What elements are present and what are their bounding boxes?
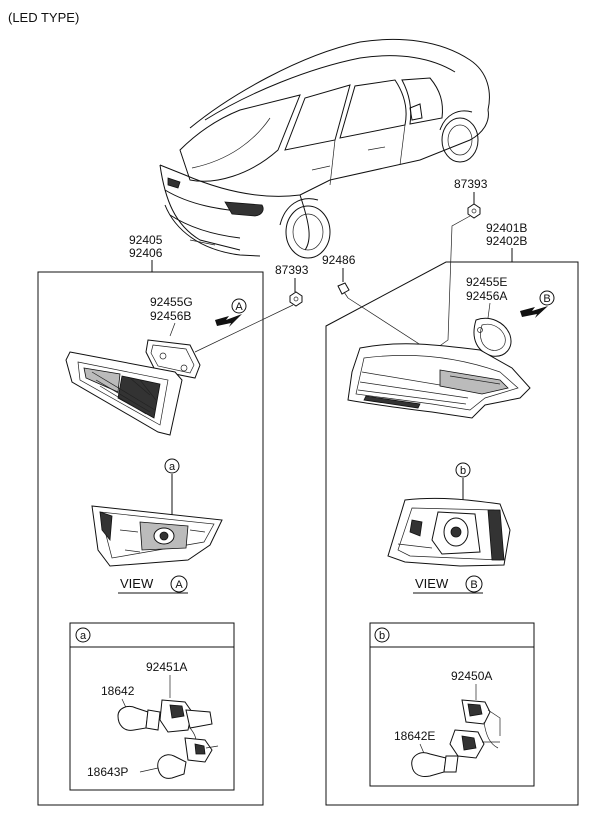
right-view-label: VIEW xyxy=(415,576,449,591)
left-tail-lamp xyxy=(65,351,183,436)
left-gasket xyxy=(145,339,201,379)
left-detail-box xyxy=(69,622,235,791)
left-view-callout-2-letter: A xyxy=(175,579,183,591)
left-bulb-callout-letter: a xyxy=(169,461,176,473)
right-lamp-rear-view xyxy=(387,497,511,567)
right-view-callout-letter: B xyxy=(543,293,550,305)
left-part-number-1: 92405 xyxy=(129,233,163,247)
left-view-callout-letter: A xyxy=(235,301,243,313)
right-view-callout-2-letter: B xyxy=(470,579,477,591)
bulb-socket-icon xyxy=(411,699,501,777)
right-bulb-callout-letter: b xyxy=(460,465,466,477)
left-bulb-callout xyxy=(164,458,180,474)
left-view-callout xyxy=(231,298,247,314)
right-detail-box xyxy=(369,622,535,787)
right-detail-tag-letter: b xyxy=(379,630,385,642)
center-screw-label: 92486 xyxy=(322,253,356,267)
right-nut-label: 87393 xyxy=(454,177,488,191)
bulb-socket-icon xyxy=(117,699,219,779)
right-view-callout xyxy=(539,290,555,306)
right-part-number-2: 92402B xyxy=(486,234,527,248)
right-bulb-number: 18642E xyxy=(394,729,435,743)
right-tail-lamp xyxy=(347,343,531,419)
left-part-number-2: 92406 xyxy=(129,246,163,260)
right-part-number-1: 92401B xyxy=(486,221,527,235)
left-gasket-number-1: 92455G xyxy=(150,295,193,309)
left-socket-number: 92451A xyxy=(146,660,187,674)
left-nut-guide xyxy=(194,304,294,353)
left-assembly-frame xyxy=(37,271,264,806)
left-gasket-number-2: 92456B xyxy=(150,309,191,323)
right-socket-number: 92450A xyxy=(451,669,492,683)
right-detail-tag xyxy=(374,627,390,643)
nut-icon xyxy=(467,203,481,219)
right-assembly-frame xyxy=(325,261,579,806)
left-view-label: VIEW xyxy=(120,576,154,591)
right-gasket-number-2: 92456A xyxy=(466,289,507,303)
sedan-rear-view-icon xyxy=(159,38,490,259)
right-bulb-callout xyxy=(455,462,471,478)
right-view-callout-2 xyxy=(465,575,483,593)
right-nut-guide xyxy=(419,215,471,361)
left-view-callout-2 xyxy=(170,575,188,593)
left-detail-tag xyxy=(75,627,91,643)
view-direction-arrow-icon xyxy=(520,306,548,318)
left-nut-label: 87393 xyxy=(275,263,309,277)
left-bulb2-number: 18643P xyxy=(87,765,128,779)
right-gasket-number-1: 92455E xyxy=(466,275,507,289)
view-direction-arrow-icon xyxy=(215,314,242,327)
screw-icon xyxy=(337,282,350,299)
nut-icon xyxy=(289,291,303,307)
left-detail-tag-letter: a xyxy=(80,630,87,642)
diagram-title: (LED TYPE) xyxy=(8,10,79,25)
left-bulb-number: 18642 xyxy=(101,684,135,698)
left-lamp-rear-view xyxy=(91,505,223,567)
right-gasket xyxy=(473,317,512,357)
